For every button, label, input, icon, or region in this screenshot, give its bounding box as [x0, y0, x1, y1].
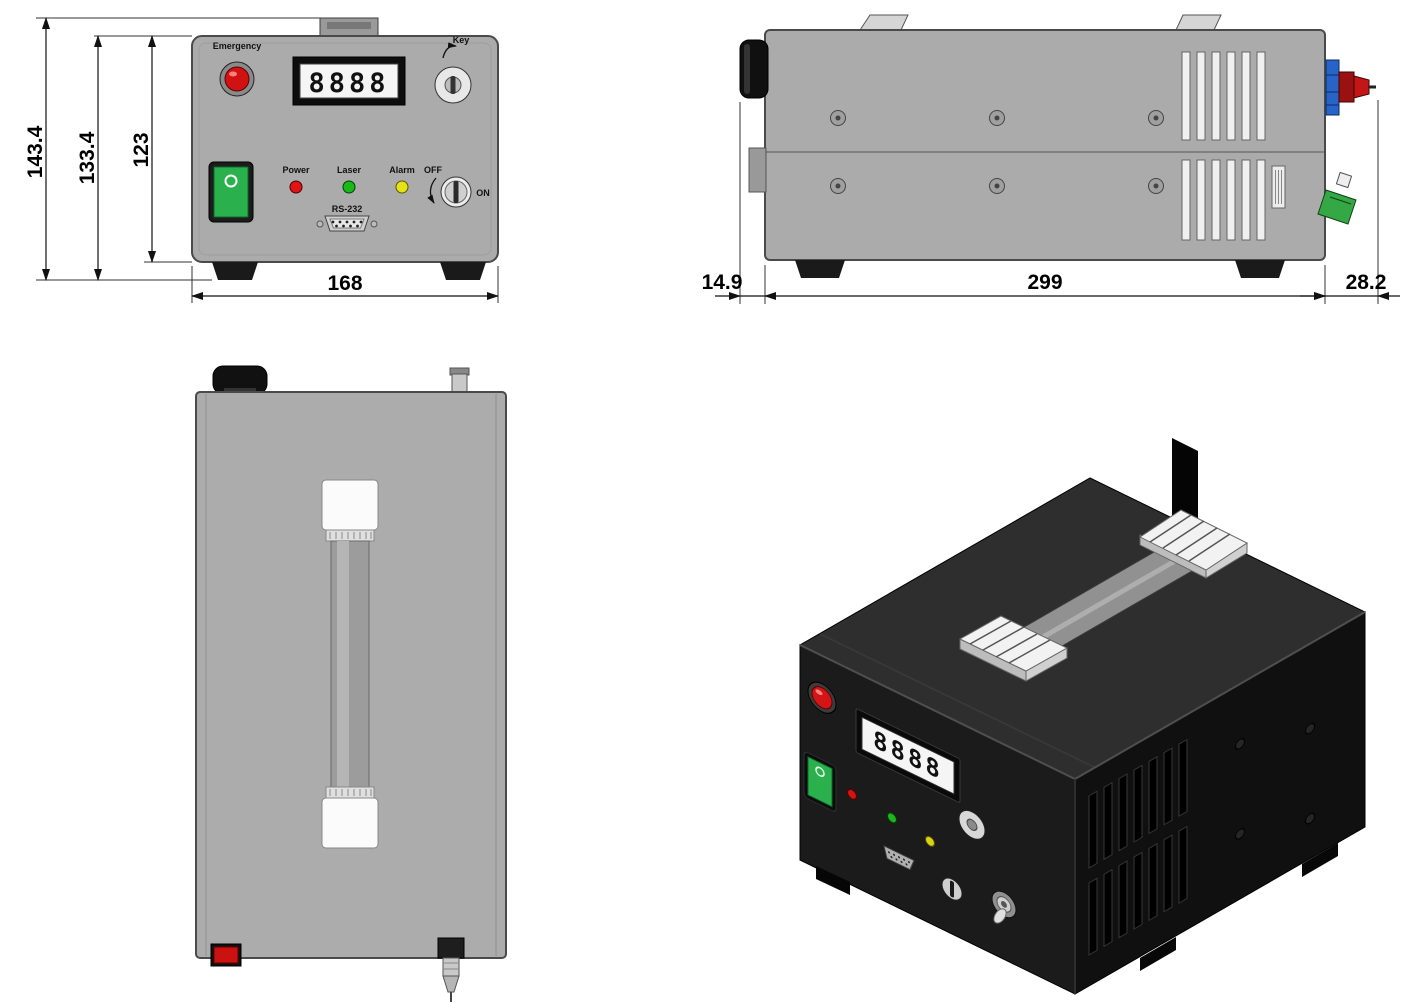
top-rocker-switch	[210, 943, 242, 967]
key-arrow-icon	[442, 42, 457, 59]
side-body	[764, 29, 1326, 261]
rs232-connector: RS-232	[316, 204, 378, 232]
iso-foot-side-right	[1302, 843, 1338, 877]
iso-power-led-icon	[847, 788, 857, 800]
dim-panel-height: 123	[130, 132, 153, 167]
key-knob: Key	[434, 35, 472, 104]
handle-tab-right	[1175, 14, 1222, 31]
rs232-label: RS-232	[332, 204, 363, 214]
iso-laser-led-icon	[887, 812, 897, 824]
isometric-view: 8888	[798, 438, 1367, 995]
segment-display: 8888	[292, 56, 406, 106]
emergency-button-label: Emergency	[213, 41, 262, 51]
front-panel	[191, 35, 499, 263]
handle-top	[321, 479, 379, 849]
dim-rear-protrusion: 28.2	[1346, 271, 1387, 294]
key-label: Key	[453, 35, 470, 45]
dim-overall-height: 143.4	[24, 125, 47, 178]
led-power-label: Power	[282, 165, 310, 175]
dim-width: 168	[327, 272, 362, 295]
iso-handle-grip-rear	[1139, 509, 1248, 579]
handle-strap	[330, 540, 370, 788]
front-panel-bezel	[198, 42, 492, 256]
iso-foot-front	[816, 866, 850, 895]
dim-body-height: 133.4	[76, 131, 99, 184]
rear-fiber-connector	[1338, 71, 1376, 103]
alarm-led-icon	[395, 180, 409, 194]
iso-rs232-connector	[883, 845, 915, 871]
front-view: 143.4 133.4 123 168 Emergency 8888 Ke	[24, 17, 499, 303]
iso-fiber-tip	[993, 908, 1007, 924]
side-foot-left	[795, 260, 845, 278]
led-alarm-label: Alarm	[389, 165, 415, 175]
iso-vents	[1088, 722, 1315, 956]
keyswitch-arrow-icon	[427, 177, 437, 204]
power-led-icon	[289, 180, 303, 194]
iso-handle-grip-front	[958, 615, 1069, 682]
side-view: 14.9 299 28.2	[702, 14, 1400, 304]
handle-tab-left	[859, 14, 909, 31]
rear-blue-connector	[1325, 59, 1340, 116]
side-screws	[830, 110, 1164, 194]
iso-alarm-led-icon	[925, 835, 935, 847]
side-foot-right	[1235, 260, 1285, 278]
iso-rocker-switch	[803, 751, 837, 812]
iso-display: 8888	[855, 708, 961, 803]
iso-side-screws	[1235, 722, 1315, 840]
side-clip	[748, 147, 767, 193]
vent-slots	[1181, 51, 1266, 241]
front-foot-left	[212, 262, 258, 280]
iso-foot-side-left	[1140, 937, 1176, 971]
top-rear-connector	[449, 367, 470, 395]
dim-body-length: 299	[1027, 271, 1062, 294]
led-indicators: Power Laser Alarm	[282, 165, 415, 194]
iso-front-panel: 8888	[803, 681, 1017, 919]
top-fiber-connector	[437, 937, 465, 1002]
power-rocker-switch	[208, 161, 254, 223]
front-foot-right	[440, 262, 486, 280]
key-switch: OFF ON	[424, 165, 490, 208]
display-digits: 8888	[308, 68, 389, 99]
ac-plug	[1317, 171, 1357, 225]
handle-front	[319, 17, 379, 38]
label-sticker	[1271, 165, 1286, 209]
emergency-button: Emergency	[213, 41, 262, 97]
led-laser-label: Laser	[337, 165, 362, 175]
keyswitch-off-label: OFF	[424, 165, 442, 175]
top-view	[195, 365, 507, 1002]
iso-key-switch	[941, 877, 963, 901]
keyswitch-on-label: ON	[476, 188, 490, 198]
dim-front-protrusion: 14.9	[702, 271, 743, 294]
laser-led-icon	[342, 180, 356, 194]
